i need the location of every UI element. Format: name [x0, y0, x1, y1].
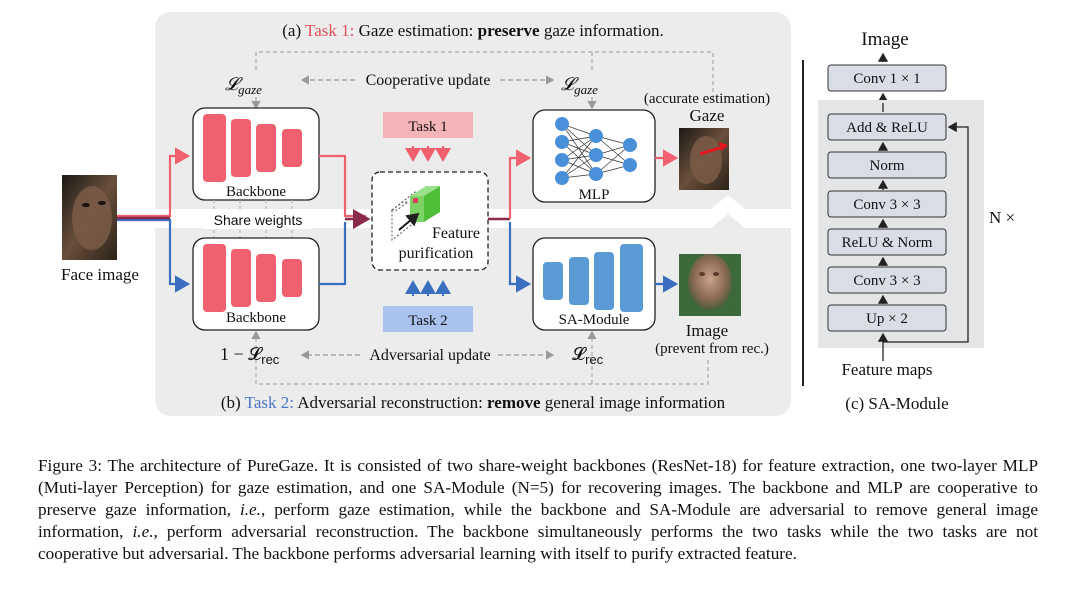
sa-block-add-relu-label: Add & ReLU: [846, 120, 928, 136]
backbone-top: [192, 107, 320, 201]
image-output-label: Image: [686, 321, 728, 340]
face-image-thumbnail: [62, 175, 117, 260]
sa-output-image-label: Image: [861, 29, 908, 50]
mlp-box: [532, 109, 656, 203]
sa-block-conv3x3-a-label: Conv 3 × 3: [853, 197, 920, 213]
input-to-backbone-bottom: [117, 218, 191, 293]
backbone-top-label: Backbone: [226, 184, 286, 200]
sa-module-label: SA-Module: [559, 312, 630, 328]
gaze-label: Gaze: [690, 106, 725, 125]
purified-to-mlp: [508, 149, 532, 219]
rec-loss-feedback-line: [255, 338, 709, 385]
share-weights-label: Share weights: [214, 212, 303, 228]
rec-loss-right: 𝓛rec: [572, 344, 604, 367]
face-image-label: Face image: [61, 265, 139, 284]
panel-c-title: (c) SA-Module: [845, 394, 948, 413]
architecture-figure: (a) Task 1: Gaze estimation: preserve ga…: [61, 12, 1015, 416]
sa-repeat-label: N ×: [989, 208, 1015, 227]
sa-block-conv3x3-a: [827, 190, 947, 218]
purified-to-sa: [508, 222, 532, 293]
gaze-loss-feedback-line: [255, 51, 714, 100]
gaze-output-image: [679, 128, 729, 190]
reconstructed-image: [679, 254, 741, 316]
sa-block-conv3x3-b-label: Conv 3 × 3: [853, 273, 920, 289]
sa-block-relu-norm-label: ReLU & Norm: [842, 235, 933, 251]
backbone-bottom: [192, 237, 320, 331]
sa-skip-connection: [883, 121, 969, 343]
sa-block-add-relu: [827, 113, 947, 141]
feature-label: Feature: [432, 225, 480, 242]
sa-block-conv3x3-b: [827, 266, 947, 294]
sa-block-conv1x1-label: Conv 1 × 1: [853, 71, 920, 87]
adversarial-update-label: Adversarial update: [369, 347, 490, 364]
sa-block-norm-label: Norm: [870, 158, 905, 174]
figure-caption: Figure 3: The architecture of PureGaze. …: [38, 456, 1038, 563]
task2-label: Task 2: [408, 313, 447, 329]
task2-box: [383, 306, 473, 332]
feature-purification-box: [371, 171, 489, 271]
sa-block-conv1x1: [827, 64, 947, 92]
input-to-backbone-top: [117, 147, 191, 218]
feature-maps-label: Feature maps: [841, 360, 932, 379]
sa-block-up2: [827, 304, 947, 332]
task1-label: Task 1: [408, 119, 447, 135]
cooperative-update-label: Cooperative update: [366, 72, 491, 89]
panel-a-title: (a) Task 1: Gaze estimation: preserve ga…: [282, 21, 664, 40]
feature-cube-icon: [390, 186, 440, 242]
prevent-label: (prevent from rec.): [655, 341, 769, 357]
sa-block-norm: [827, 151, 947, 179]
purification-label: purification: [399, 245, 474, 262]
sa-module-box: [532, 237, 656, 331]
sa-block-up2-label: Up × 2: [866, 311, 908, 327]
panel-b-title: (b) Task 2: Adversarial reconstruction: …: [221, 393, 726, 412]
backbone-bottom-label: Backbone: [226, 310, 286, 326]
backbone-bottom-output: [319, 222, 347, 286]
task1-box: [383, 112, 473, 138]
task2-arrows: [405, 280, 451, 296]
rec-loss-left: 1 − 𝓛rec: [220, 344, 280, 367]
accurate-estimation-label: (accurate estimation): [644, 91, 770, 107]
sa-block-relu-norm: [827, 228, 947, 256]
task1-arrows: [405, 146, 451, 162]
mlp-label: MLP: [579, 187, 610, 203]
